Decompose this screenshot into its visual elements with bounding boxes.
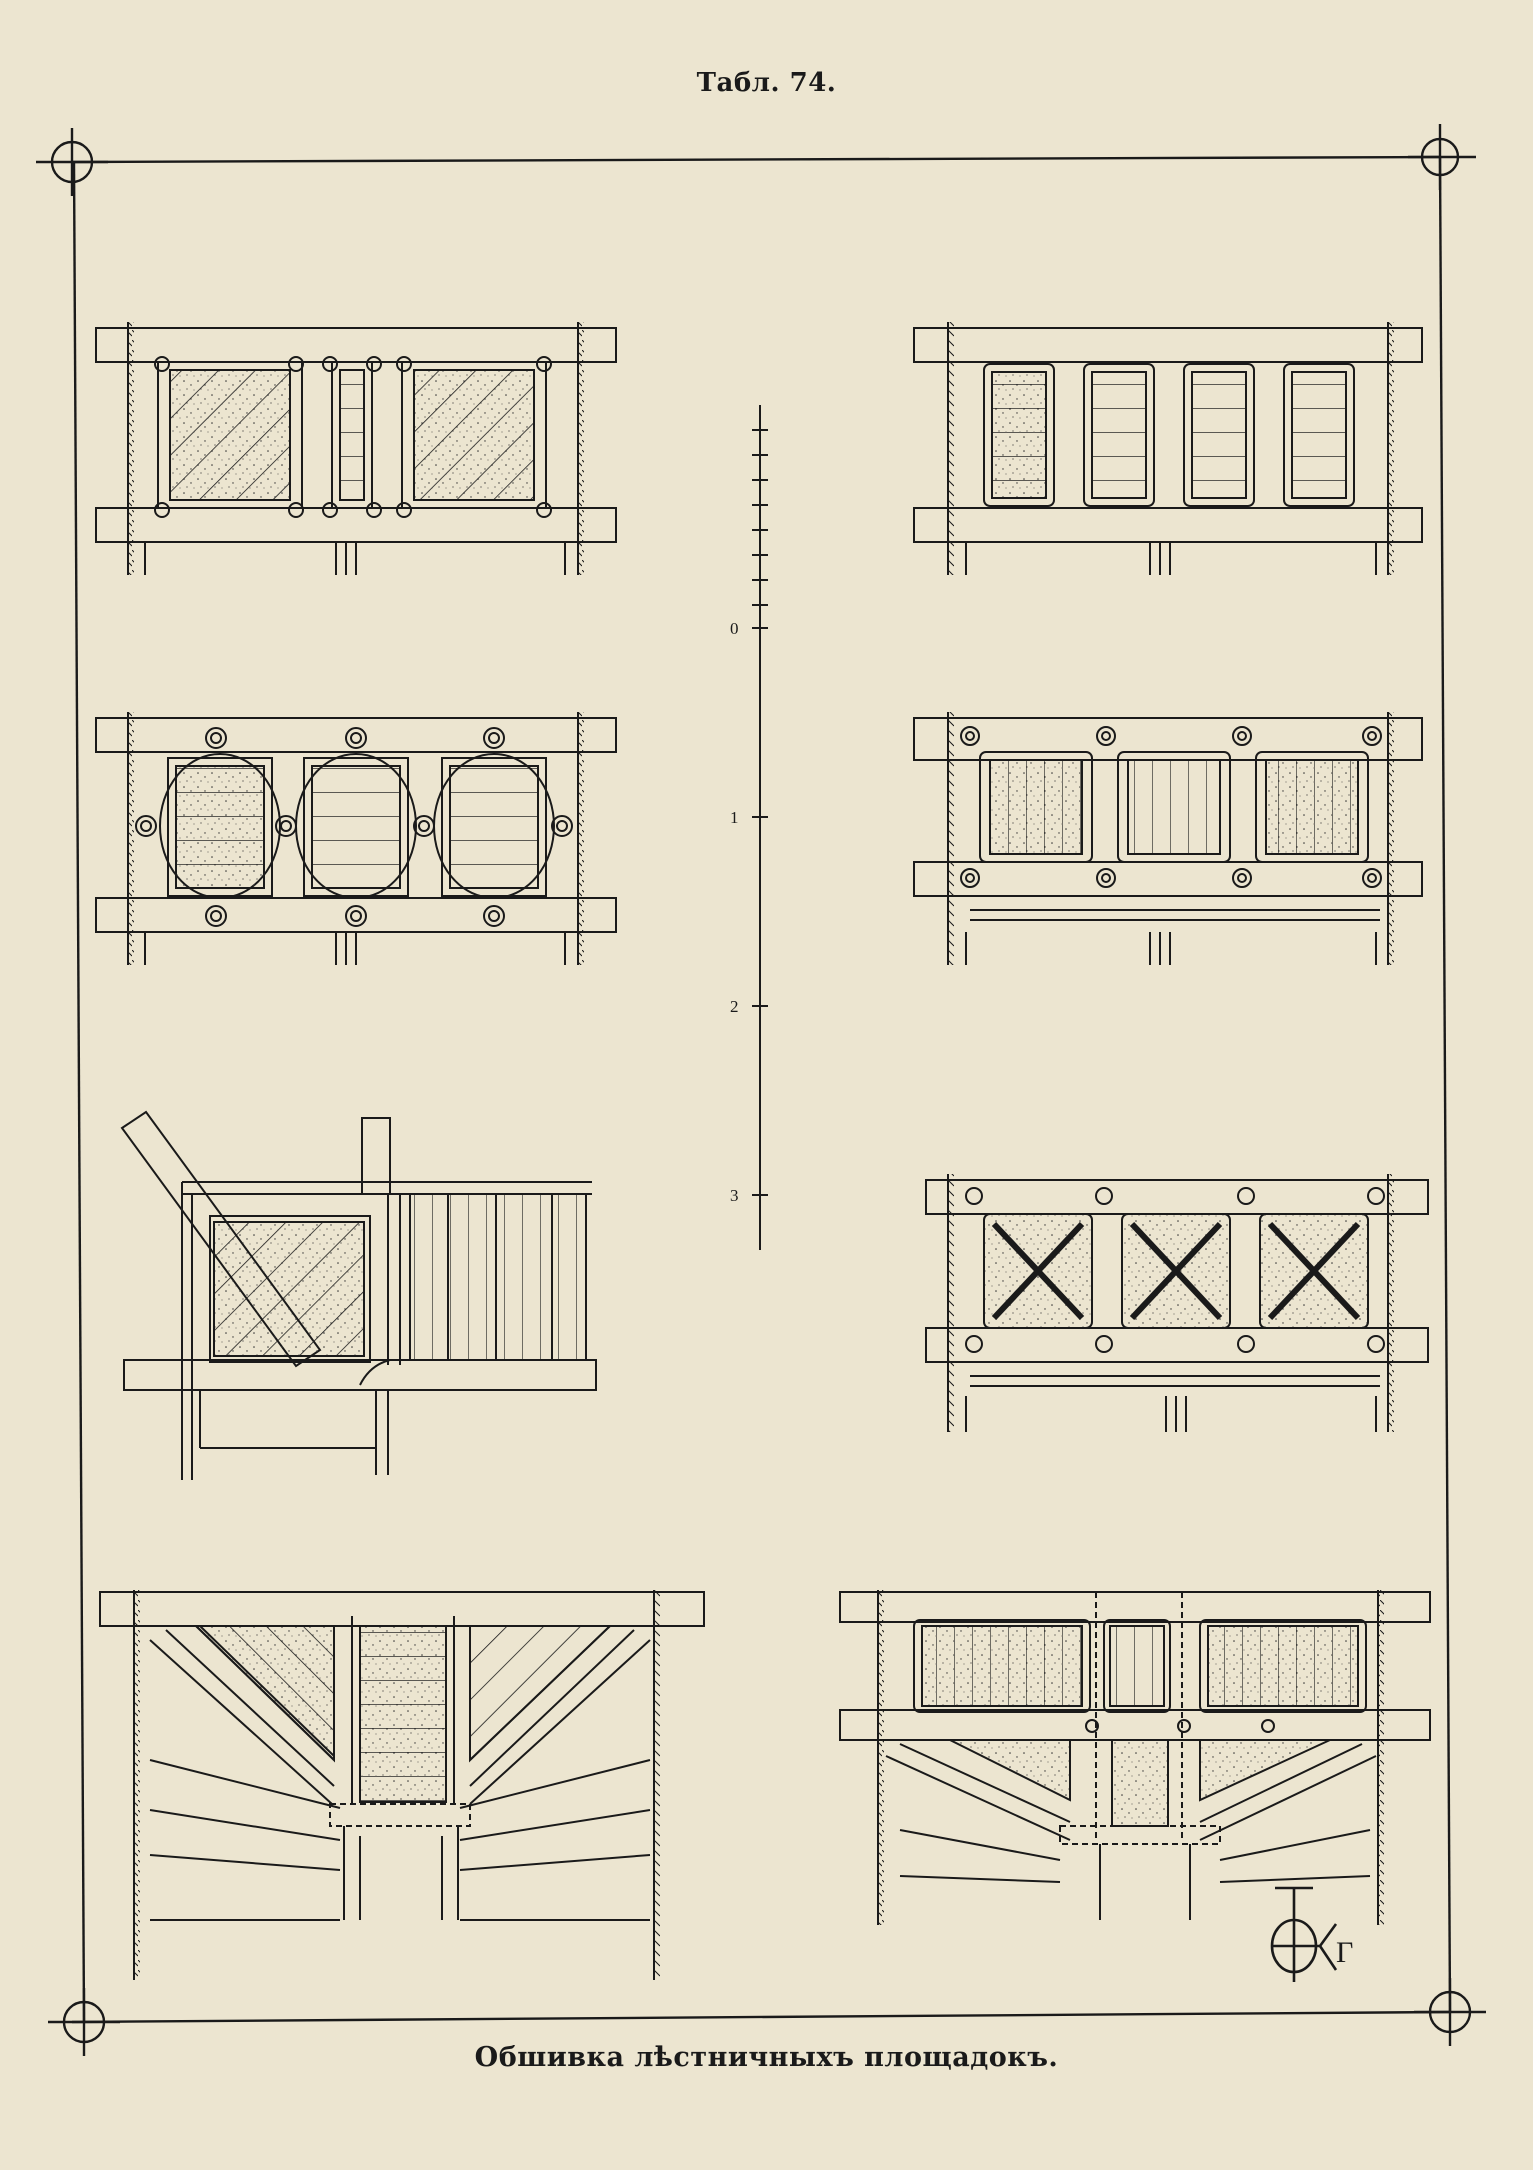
scale-label-1: 1 <box>730 808 739 827</box>
corner-registration-marks <box>36 124 1486 2056</box>
panel-top-left <box>95 322 617 575</box>
scale-label-3: 3 <box>730 1186 739 1205</box>
scale-bar <box>752 405 768 1250</box>
panel-third-left <box>120 1110 597 1480</box>
plate-caption: Обшивка лѣстничныхъ площадокъ. <box>474 2042 1059 2073</box>
panel-third-right <box>925 1174 1429 1432</box>
panel-top-right <box>913 322 1423 575</box>
plate-number: Табл. 74. <box>696 68 837 98</box>
scale-tick-labels: 0 1 2 3 <box>730 619 739 1205</box>
panel-bottom-right <box>839 1590 1431 1925</box>
panel-bottom-left <box>99 1590 705 1980</box>
panel-second-left <box>95 712 617 965</box>
scale-label-0: 0 <box>730 619 739 638</box>
border-frame <box>71 155 1452 2024</box>
monogram-letters: Г <box>1336 1936 1353 1969</box>
artist-monogram: Г <box>1270 1886 1353 1982</box>
scale-label-2: 2 <box>730 997 739 1016</box>
panel-second-right <box>913 712 1423 965</box>
